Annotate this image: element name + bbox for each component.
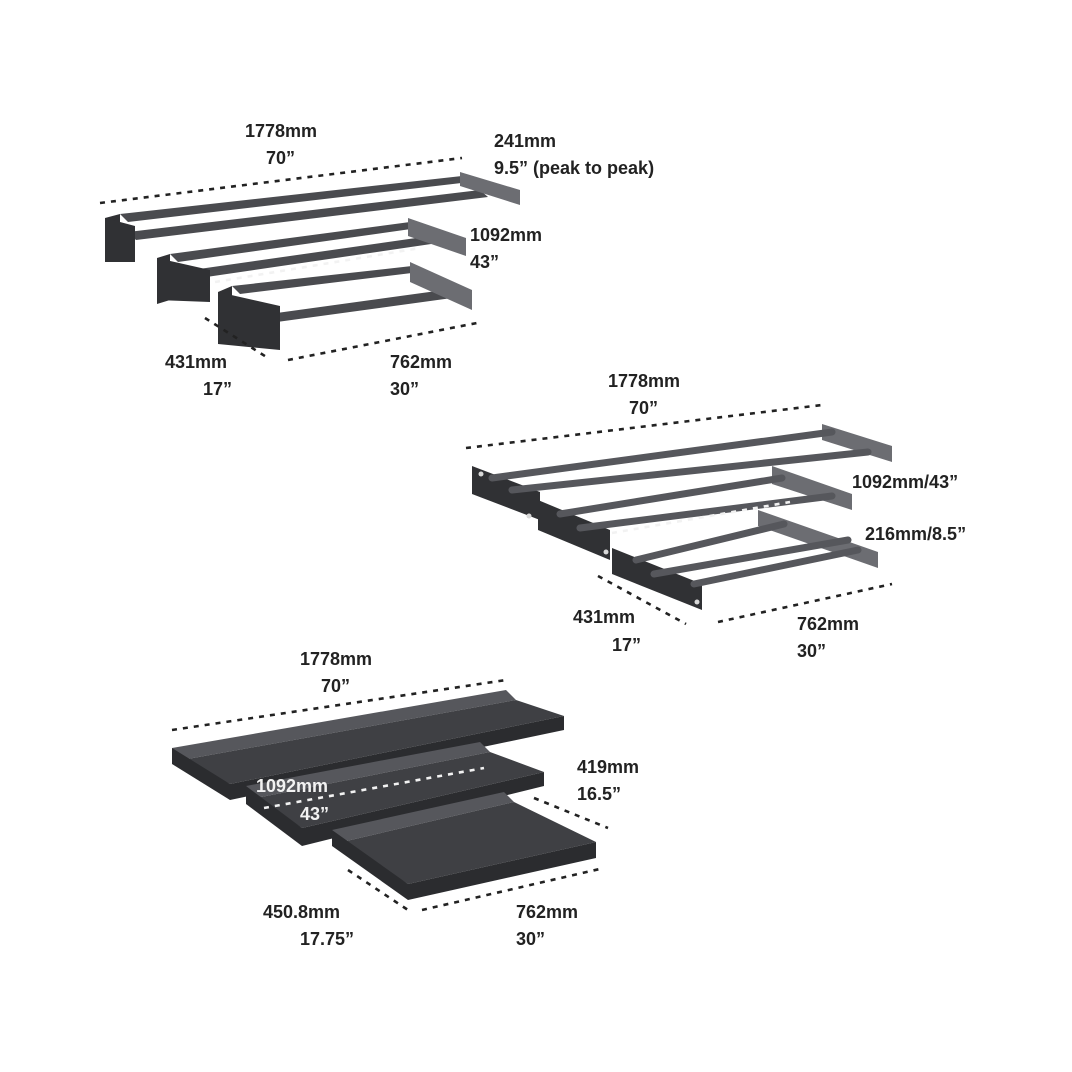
label-width-in: 70” xyxy=(321,676,350,696)
label-mid-in: 43” xyxy=(300,804,329,824)
dimension-line-depth xyxy=(347,868,409,912)
round-bar-shelf-set: 1778mm 70” 1092mm/43” 216mm/8.5” 431mm 1… xyxy=(465,371,966,661)
label-short-mm: 762mm xyxy=(390,352,452,372)
tray-shelf-set: 1778mm 70” 1092mm 43” 419mm 16.5” 450.8m… xyxy=(171,649,639,949)
dimension-line-width xyxy=(171,678,507,732)
label-depth-mm: 450.8mm xyxy=(263,902,340,922)
label-mid: 1092mm/43” xyxy=(852,472,958,492)
flat-bar-shelf-short xyxy=(218,262,472,350)
flat-bar-shelf-mid xyxy=(157,218,466,304)
flat-bar-shelf-long xyxy=(105,172,520,262)
dimension-line-height xyxy=(533,796,609,830)
dimension-line-width xyxy=(465,403,823,450)
label-short-in: 30” xyxy=(390,379,419,399)
dimension-line-depth xyxy=(204,316,269,360)
label-peak-mm: 241mm xyxy=(494,131,556,151)
label-depth-mm: 431mm xyxy=(165,352,227,372)
label-mid-mm: 1092mm xyxy=(470,225,542,245)
label-short-mm: 762mm xyxy=(797,614,859,634)
label-short-in: 30” xyxy=(797,641,826,661)
round-bar-shelf-long xyxy=(472,424,892,520)
dimension-line-short xyxy=(421,866,605,912)
label-depth-in: 17” xyxy=(203,379,232,399)
tray-shelf-short xyxy=(332,792,596,900)
dimension-line-short xyxy=(717,582,893,624)
label-width-mm: 1778mm xyxy=(608,371,680,391)
label-width-mm: 1778mm xyxy=(300,649,372,669)
label-short-in: 30” xyxy=(516,929,545,949)
label-depth-in: 17” xyxy=(612,635,641,655)
label-height-in: 16.5” xyxy=(577,784,621,804)
label-depth-mm: 431mm xyxy=(573,607,635,627)
label-mid-in: 43” xyxy=(470,252,499,272)
dimension-line-mid xyxy=(611,500,791,535)
label-depth-in: 17.75” xyxy=(300,929,354,949)
label-width-in: 70” xyxy=(629,398,658,418)
label-short-mm: 762mm xyxy=(516,902,578,922)
label-peak: 216mm/8.5” xyxy=(865,524,966,544)
label-peak-in: 9.5” (peak to peak) xyxy=(494,158,654,178)
round-bar-shelf-mid xyxy=(538,466,852,560)
dimension-line-short xyxy=(287,320,483,362)
label-height-mm: 419mm xyxy=(577,757,639,777)
flat-bar-shelf-set: 1778mm 70” 241mm 9.5” (peak to peak) 109… xyxy=(99,121,654,399)
label-mid-mm: 1092mm xyxy=(256,776,328,796)
dimension-line-mid xyxy=(263,766,485,810)
label-width-in: 70” xyxy=(266,148,295,168)
dimension-line-mid xyxy=(214,246,421,284)
round-bar-shelf-short xyxy=(612,510,878,610)
label-width-mm: 1778mm xyxy=(245,121,317,141)
